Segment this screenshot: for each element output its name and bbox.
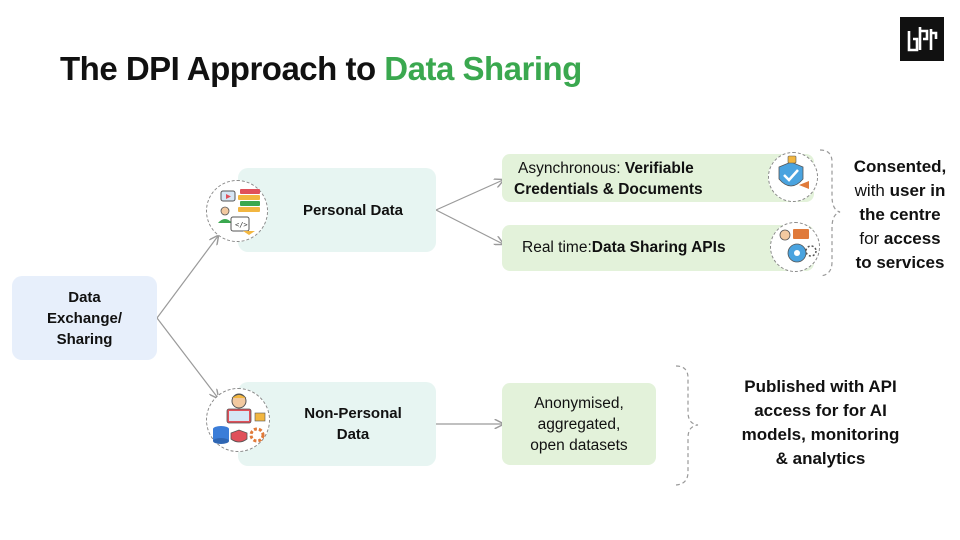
consent-l1: Consented, (853, 157, 947, 176)
consent-l2a: with (854, 181, 890, 200)
root-line-3: Sharing (56, 330, 113, 348)
async-bold-2: Credentials & Documents (514, 181, 703, 198)
arrow-root-to-nonpersonal (156, 317, 218, 398)
title-prefix: The DPI Approach to (60, 50, 385, 87)
realtime-bold: Data Sharing APIs (591, 239, 726, 256)
consent-brace (819, 149, 841, 277)
published-brace (675, 365, 699, 486)
personal-data-icon: </> (206, 180, 268, 242)
arrow-root-to-personal (156, 236, 218, 319)
published-l1: Published with API (744, 377, 897, 396)
async-bold-1: Verifiable (624, 160, 694, 177)
published-l4: & analytics (775, 449, 866, 468)
non-personal-data-node: Non-Personal Data (238, 382, 436, 466)
published-l3: models, monitoring (741, 425, 900, 444)
async-prefix: Asynchronous: (518, 160, 625, 177)
non-personal-line-2: Data (336, 426, 370, 443)
logo-mark-icon (907, 27, 938, 52)
consent-annotation: Consented, with user in the centre for a… (840, 155, 960, 275)
consent-l4b: access (883, 229, 941, 248)
open-datasets-box: Anonymised, aggregated, open datasets (502, 383, 656, 465)
personal-data-label: Personal Data (302, 201, 404, 219)
consent-l4a: for (859, 229, 884, 248)
consent-l5: to services (855, 253, 945, 272)
anon-line-3: open datasets (530, 436, 628, 454)
consent-l2b: user in (889, 181, 946, 200)
data-exchange-node: Data Exchange/ Sharing (12, 276, 157, 360)
title-accent: Data Sharing (384, 50, 582, 87)
root-line-1: Data (68, 288, 101, 306)
personal-data-node: Personal Data (238, 168, 436, 252)
published-annotation: Published with API access for for AI mod… (718, 375, 923, 471)
svg-text:</>: </> (235, 221, 248, 229)
arrow-personal-to-async (435, 180, 503, 211)
consent-l3: the centre (859, 205, 941, 224)
api-network-icon (770, 222, 820, 272)
published-l2: access for for AI (754, 401, 887, 420)
verified-shield-icon (768, 152, 818, 202)
page-title: The DPI Approach to Data Sharing (60, 50, 582, 88)
anon-line-1: Anonymised, (534, 394, 624, 412)
non-personal-data-icon (206, 388, 270, 452)
realtime-prefix: Real time: (522, 239, 592, 256)
root-line-2: Exchange/ (46, 309, 123, 327)
brand-logo (900, 17, 944, 61)
anon-line-2: aggregated, (537, 415, 621, 433)
arrow-personal-to-realtime (435, 209, 503, 244)
realtime-apis-box: Real time: Data Sharing APIs (502, 225, 814, 271)
async-credentials-box: Asynchronous: Verifiable Credentials & D… (502, 154, 814, 202)
non-personal-line-1: Non-Personal (304, 405, 402, 422)
